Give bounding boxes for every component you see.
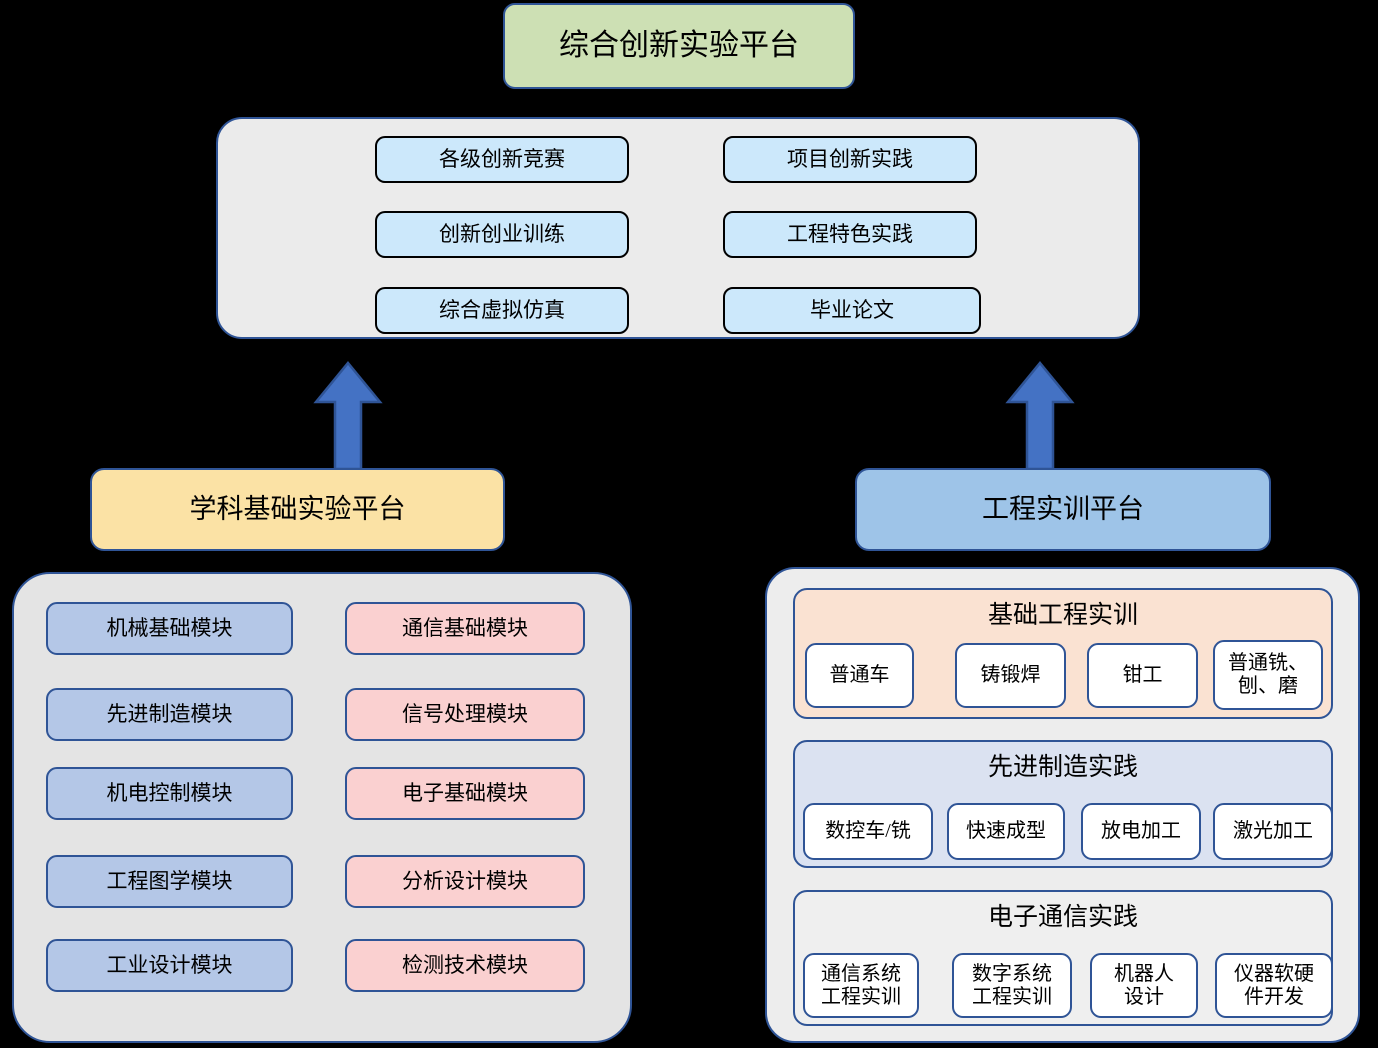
arrow-left-up-icon bbox=[313, 361, 383, 471]
module-mechanical-4[interactable]: 工程图学模块 bbox=[46, 855, 293, 908]
module-mechanical-3[interactable]: 机电控制模块 bbox=[46, 767, 293, 820]
innovation-item-1[interactable]: 各级创新竞赛 bbox=[375, 136, 629, 183]
training-advanced-item-3[interactable]: 放电加工 bbox=[1081, 803, 1201, 860]
module-electronic-2[interactable]: 信号处理模块 bbox=[345, 688, 585, 741]
module-electronic-1[interactable]: 通信基础模块 bbox=[345, 602, 585, 655]
arrow-right-up-icon bbox=[1005, 361, 1075, 471]
platform-title-box: 综合创新实验平台 bbox=[503, 3, 855, 89]
module-electronic-4[interactable]: 分析设计模块 bbox=[345, 855, 585, 908]
innovation-item-3[interactable]: 创新创业训练 bbox=[375, 211, 629, 258]
training-advanced-item-2[interactable]: 快速成型 bbox=[947, 803, 1065, 860]
training-advanced-item-4[interactable]: 激光加工 bbox=[1213, 803, 1333, 860]
training-group-electronics-title: 电子通信实践 bbox=[987, 904, 1138, 931]
innovation-item-6[interactable]: 毕业论文 bbox=[723, 287, 981, 334]
training-group-advanced-title: 先进制造实践 bbox=[987, 754, 1138, 781]
innovation-item-4[interactable]: 工程特色实践 bbox=[723, 211, 977, 258]
training-electronics-item-4[interactable]: 仪器软硬 件开发 bbox=[1215, 953, 1333, 1018]
module-mechanical-5[interactable]: 工业设计模块 bbox=[46, 939, 293, 992]
training-basic-item-4[interactable]: 普通铣、 刨、磨 bbox=[1213, 640, 1323, 710]
module-electronic-3[interactable]: 电子基础模块 bbox=[345, 767, 585, 820]
module-mechanical-1[interactable]: 机械基础模块 bbox=[46, 602, 293, 655]
right-platform-header: 工程实训平台 bbox=[855, 468, 1271, 551]
training-electronics-item-3[interactable]: 机器人 设计 bbox=[1090, 953, 1198, 1018]
training-basic-item-1[interactable]: 普通车 bbox=[805, 643, 914, 708]
module-electronic-5[interactable]: 检测技术模块 bbox=[345, 939, 585, 992]
training-electronics-item-1[interactable]: 通信系统 工程实训 bbox=[803, 953, 919, 1018]
training-group-basic-title: 基础工程实训 bbox=[987, 602, 1138, 629]
training-basic-item-3[interactable]: 钳工 bbox=[1087, 643, 1198, 708]
innovation-item-5[interactable]: 综合虚拟仿真 bbox=[375, 287, 629, 334]
left-platform-header: 学科基础实验平台 bbox=[90, 468, 505, 551]
training-electronics-item-2[interactable]: 数字系统 工程实训 bbox=[952, 953, 1072, 1018]
training-advanced-item-1[interactable]: 数控车/铣 bbox=[803, 803, 933, 860]
training-basic-item-2[interactable]: 铸锻焊 bbox=[955, 643, 1066, 708]
module-mechanical-2[interactable]: 先进制造模块 bbox=[46, 688, 293, 741]
innovation-panel bbox=[216, 117, 1140, 339]
innovation-item-2[interactable]: 项目创新实践 bbox=[723, 136, 977, 183]
